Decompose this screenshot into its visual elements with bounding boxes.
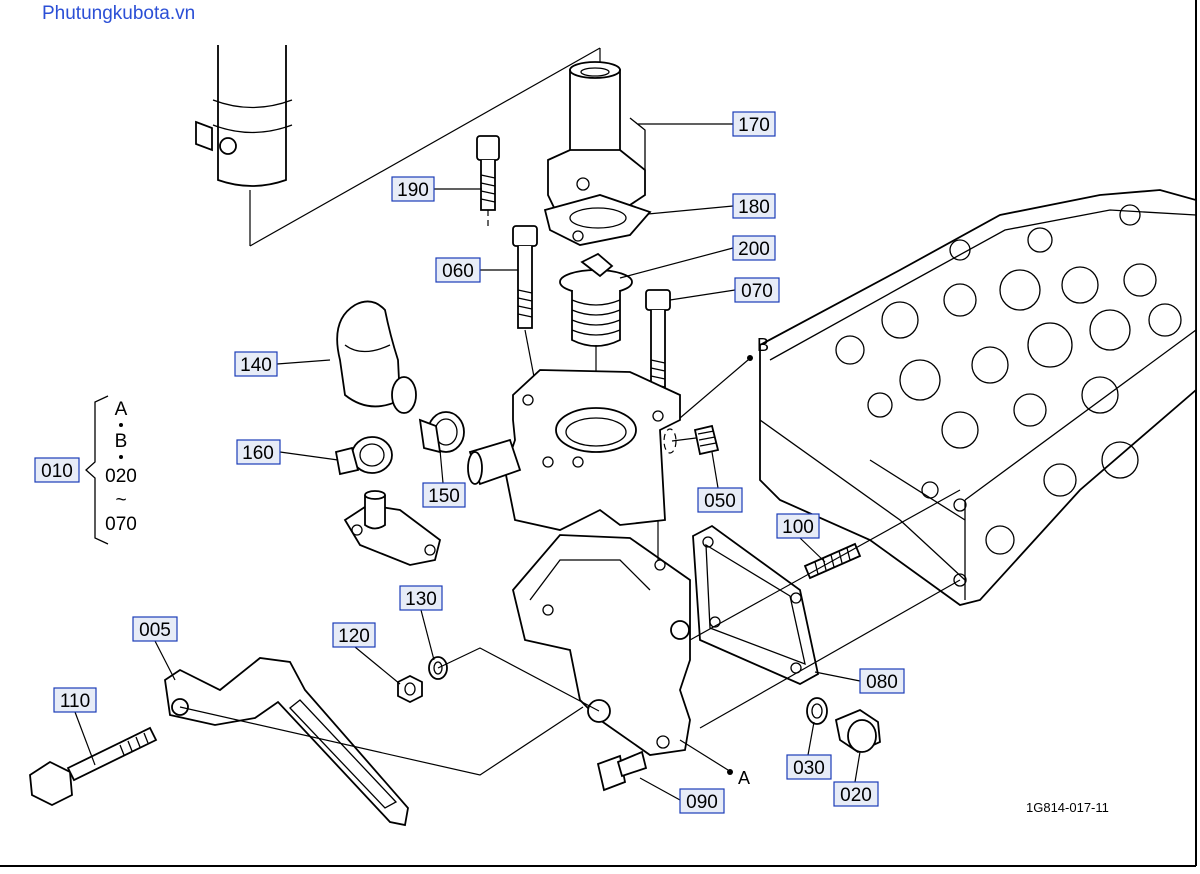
group-item-070: 070 [105, 514, 137, 535]
bolt-190 [476, 135, 500, 226]
svg-text:150: 150 [428, 486, 460, 507]
part-label-200[interactable]: 200 [732, 235, 776, 261]
thermostat [559, 252, 633, 440]
hose-140 [336, 300, 417, 414]
group-item-b: B [115, 431, 128, 452]
svg-text:060: 060 [442, 261, 474, 282]
svg-text:200: 200 [738, 239, 770, 260]
drawing-code: 1G814-017-11 [1026, 800, 1109, 815]
leader-lines [74, 123, 861, 801]
lead-ref-b [679, 359, 749, 419]
lead-bracket-housing [179, 706, 584, 776]
group-brace [85, 395, 109, 545]
part-label-030[interactable]: 030 [786, 754, 832, 780]
lead-housing-head [699, 579, 961, 729]
ref-a-dot [727, 769, 733, 775]
svg-text:180: 180 [738, 197, 770, 218]
cylinder-head [759, 189, 1197, 606]
part-label-170[interactable]: 170 [732, 111, 776, 137]
gasket-080 [692, 524, 820, 686]
svg-text:050: 050 [704, 491, 736, 512]
svg-text:020: 020 [840, 785, 872, 806]
part-label-180[interactable]: 180 [732, 193, 776, 219]
svg-text:100: 100 [782, 517, 814, 538]
part-label-120[interactable]: 120 [332, 622, 376, 648]
ref-a-label: A [738, 768, 750, 788]
part-label-110[interactable]: 110 [53, 687, 97, 713]
lead-washer-housing [437, 647, 600, 712]
svg-text:090: 090 [686, 792, 718, 813]
group-item-020: 020 [105, 466, 137, 487]
svg-text:170: 170 [738, 115, 770, 136]
water-flange [467, 369, 681, 531]
svg-text:005: 005 [139, 620, 171, 641]
svg-text:080: 080 [866, 672, 898, 693]
lower-housing [512, 520, 691, 756]
part-label-140[interactable]: 140 [234, 351, 278, 377]
part-label-100[interactable]: 100 [776, 513, 820, 539]
svg-text:110: 110 [60, 691, 90, 712]
group-dot-2 [119, 455, 123, 459]
part-label-080[interactable]: 080 [859, 668, 905, 694]
clamp-150 [418, 411, 465, 454]
clamp-160 [334, 436, 393, 476]
ref-b-dot [747, 355, 753, 361]
part-label-050[interactable]: 050 [697, 487, 743, 513]
pipe-flange [343, 490, 442, 566]
part-label-020[interactable]: 020 [833, 781, 879, 807]
plug-020 [834, 708, 881, 754]
lead-ref-a [679, 739, 729, 771]
part-label-005[interactable]: 005 [132, 616, 178, 642]
ref-b-label: B [757, 335, 769, 355]
bolt-090 [596, 750, 648, 792]
part-label-160[interactable]: 160 [236, 439, 281, 465]
svg-text:070: 070 [741, 281, 773, 302]
lead-gasket-head [689, 489, 961, 641]
bolt-110 [29, 726, 158, 807]
part-label-070[interactable]: 070 [734, 277, 780, 303]
svg-text:130: 130 [405, 589, 437, 610]
washer-030 [806, 697, 828, 725]
part-label-150[interactable]: 150 [422, 482, 466, 508]
group-number-box [34, 457, 80, 483]
part-label-090[interactable]: 090 [679, 788, 725, 814]
group-number: 010 [41, 461, 73, 482]
svg-text:030: 030 [793, 758, 825, 779]
svg-text:160: 160 [242, 443, 274, 464]
upper-hose [195, 45, 601, 247]
svg-text:120: 120 [338, 626, 370, 647]
group-item-tilde: ~ [115, 490, 126, 511]
bracket-005 [164, 657, 409, 827]
svg-text:190: 190 [397, 180, 429, 201]
nut-120 [397, 674, 423, 704]
part-label-060[interactable]: 060 [435, 257, 481, 283]
group-dot-1 [119, 423, 123, 427]
svg-text:140: 140 [240, 355, 272, 376]
watermark: Phutungkubota.vn [42, 3, 196, 24]
part-label-130[interactable]: 130 [399, 585, 443, 611]
plug-050 [671, 424, 720, 456]
thermostat-gasket [543, 194, 652, 246]
part-label-190[interactable]: 190 [391, 176, 435, 202]
group-item-a: A [115, 399, 128, 420]
